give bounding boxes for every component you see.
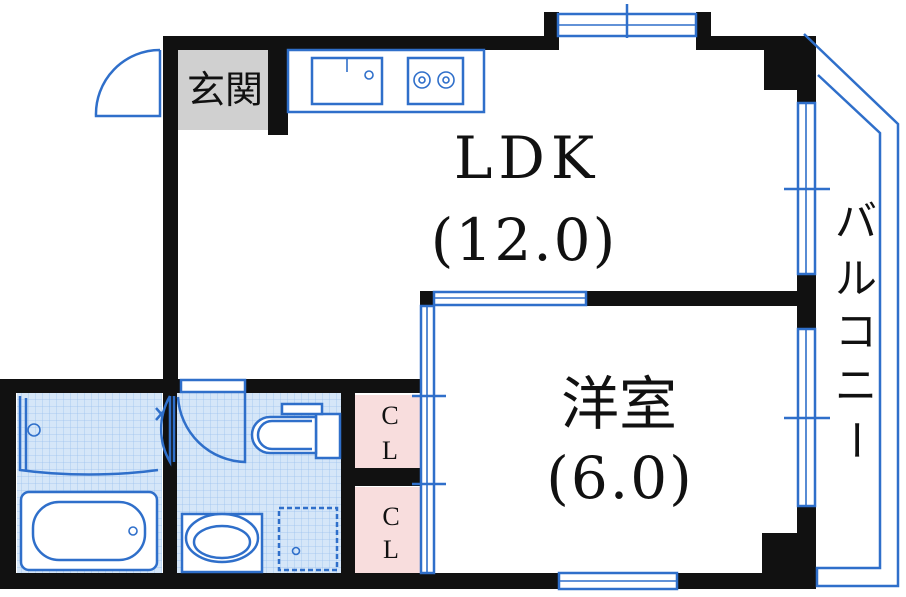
pillar-bottom-right	[762, 533, 802, 575]
ldk-name: LDK	[454, 124, 600, 192]
washing-machine-icon	[277, 506, 339, 572]
window-jamb-right	[696, 12, 711, 50]
doors	[94, 48, 247, 467]
wall-closet-shelf	[341, 468, 421, 486]
bath-mirror-icon	[18, 396, 159, 476]
wall-left-upper	[163, 36, 178, 392]
closet-lower-area	[355, 487, 421, 575]
bath-door-handle	[155, 407, 164, 421]
balcony-char: ル	[835, 254, 877, 303]
toilet-icon	[250, 415, 318, 455]
washroom-door-swing	[176, 393, 247, 464]
toilet-seat-icon	[256, 419, 312, 451]
entrance-label: 玄関	[187, 68, 263, 112]
bathroom	[18, 396, 159, 572]
stove-burner-left-core-icon	[418, 76, 426, 84]
closet-upper-label: C L	[381, 401, 398, 465]
floor-areas	[17, 48, 421, 575]
bath-door-swing	[159, 395, 172, 467]
bathtub-drain-icon	[128, 526, 138, 536]
balcony-char: ニ	[835, 361, 877, 410]
balcony-outline	[803, 33, 900, 588]
wash-basin-icon	[184, 512, 260, 564]
wall-top-right	[696, 36, 806, 50]
western-room-name: 洋室	[561, 370, 677, 438]
washer-drain-icon	[291, 546, 301, 556]
balcony-char: ー	[831, 419, 880, 461]
window-jamb-left	[544, 12, 559, 50]
gas-stove-icon	[406, 56, 465, 106]
balcony-char: コ	[835, 307, 877, 356]
ldk-size: (12.0)	[431, 206, 617, 274]
bathtub-inner-icon	[31, 500, 147, 562]
closet-lower-char: C	[382, 502, 399, 531]
stove-burner-right-icon	[437, 71, 455, 89]
toilet-lid-icon	[280, 402, 324, 416]
closet-upper-char: C	[381, 401, 398, 430]
stove-burner-left-icon	[413, 71, 431, 89]
closet-lower-label: C L	[382, 502, 399, 564]
stove-burner-right-core-icon	[442, 76, 450, 84]
toilet-tank-icon	[314, 412, 342, 460]
entrance-door-swing	[94, 48, 162, 118]
pillar-top-right	[764, 50, 804, 90]
closet-upper-area	[355, 395, 421, 468]
wall-bottom	[0, 573, 559, 589]
wall-right-mid	[797, 274, 816, 329]
kitchen-counter	[286, 48, 486, 114]
wall-top-left	[163, 36, 559, 50]
wall-left-bath	[0, 379, 16, 589]
sink-drain-icon	[364, 70, 374, 80]
washroom-door	[179, 378, 247, 394]
bathtub-icon	[19, 490, 159, 572]
washroom	[180, 402, 342, 574]
wall-bottom-right	[677, 573, 813, 589]
wall-entrance-step	[268, 50, 288, 135]
closet-upper-char: L	[382, 436, 398, 465]
wall-closet-divider	[341, 393, 355, 589]
wall-bath-top	[0, 379, 180, 393]
wash-basin-bowl-icon	[192, 524, 252, 560]
closet-lower-char: L	[383, 535, 399, 564]
western-room-size: (6.0)	[546, 444, 694, 512]
kitchen	[286, 48, 486, 114]
wall-wash-top	[245, 379, 420, 393]
windows	[412, 4, 830, 591]
wall-room-left-top	[420, 291, 434, 307]
balcony-char: バ	[835, 197, 877, 246]
balcony-label: バ ル コ ニ ー	[831, 197, 880, 461]
shower-icon	[27, 423, 41, 437]
entrance-floor	[177, 48, 273, 130]
